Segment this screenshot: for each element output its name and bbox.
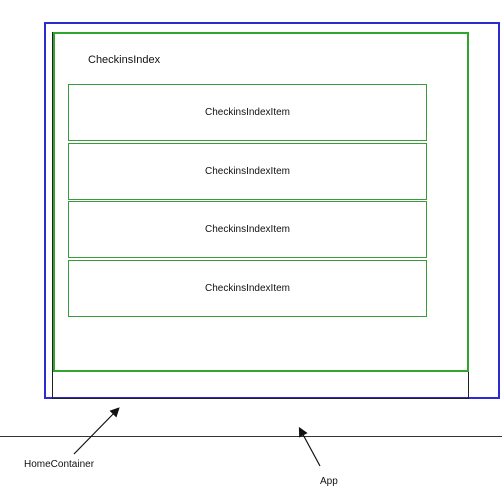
checkins-index-item-box: CheckinsIndexItem bbox=[68, 84, 427, 141]
home-container-arrow bbox=[73, 407, 120, 455]
checkins-index-item-box: CheckinsIndexItem bbox=[68, 260, 427, 317]
checkins-index-label: CheckinsIndex bbox=[88, 54, 161, 66]
checkins-index-item-box: CheckinsIndexItem bbox=[68, 143, 427, 200]
separator-line bbox=[0, 436, 502, 437]
home-container-label: HomeContainer bbox=[24, 459, 95, 470]
checkins-index-item-label: CheckinsIndexItem bbox=[204, 166, 291, 177]
app-label: App bbox=[320, 476, 338, 487]
checkins-index-item-label: CheckinsIndexItem bbox=[204, 283, 291, 294]
checkins-index-item-label: CheckinsIndexItem bbox=[204, 107, 291, 118]
app-arrow bbox=[298, 426, 321, 467]
checkins-index-item-box: CheckinsIndexItem bbox=[68, 201, 427, 258]
checkins-index-item-label: CheckinsIndexItem bbox=[204, 224, 291, 235]
